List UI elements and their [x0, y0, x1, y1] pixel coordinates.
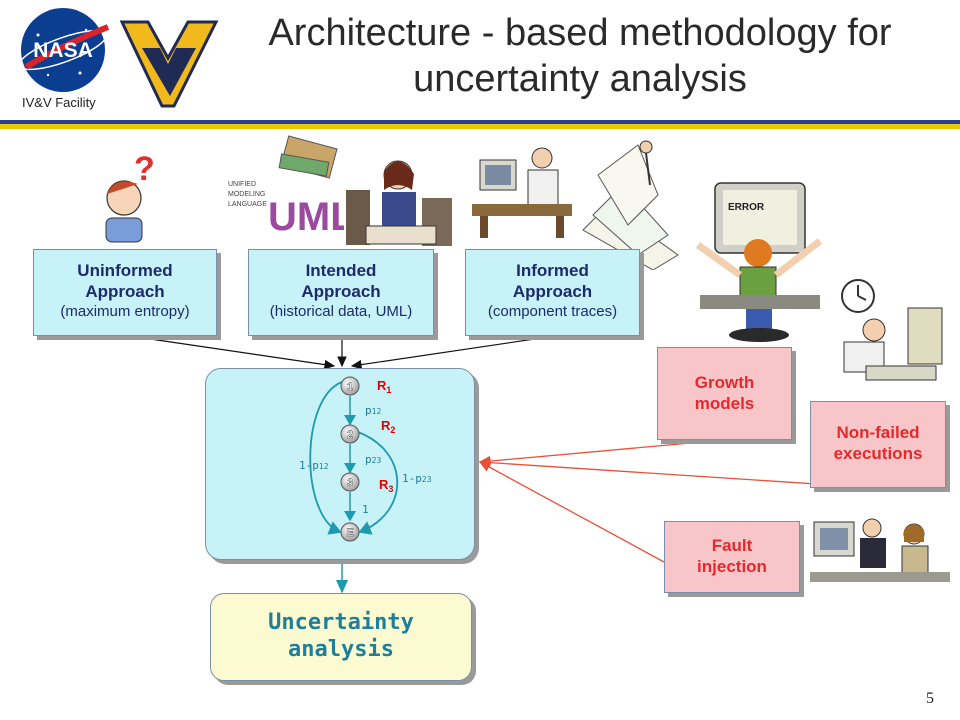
growth-line-1: Growth — [694, 373, 755, 392]
svg-text:2: 2 — [347, 429, 353, 441]
approach-title-line-2: Approach — [85, 282, 165, 301]
svg-text:E: E — [346, 527, 353, 539]
transition-label-p12: p12 — [365, 404, 381, 417]
transition-curve-2-to-E — [357, 431, 399, 535]
non-failed-executions-box: Non-failed executions — [810, 401, 946, 488]
state-node-3: 3 — [340, 472, 360, 492]
transition-label-p23: p23 — [365, 453, 381, 466]
page-title: Architecture - based methodology for unc… — [200, 10, 960, 102]
uninformed-approach-box: Uninformed Approach (maximum entropy) — [33, 249, 217, 336]
svg-text:UML: UML — [268, 195, 344, 239]
woman-with-books-clipart — [346, 160, 452, 246]
informed-approach-box: Informed Approach (component traces) — [465, 249, 640, 336]
nasa-logo: NASA — [18, 8, 110, 92]
growth-line-2: models — [694, 394, 755, 413]
svg-text:1: 1 — [347, 381, 353, 393]
facility-label: IV&V Facility — [22, 95, 96, 110]
markov-chain-diagram: 1 2 3 E R1 R2 R3 p12 p23 1 1-p12 1-p23 — [299, 376, 432, 542]
clock-user-clipart — [841, 279, 943, 381]
approach-title-line-1: Informed — [516, 261, 589, 280]
approach-title-line-1: Intended — [305, 261, 377, 280]
reliability-label-R2: R2 — [381, 418, 395, 435]
fault-line-1: Fault — [711, 536, 753, 555]
uncertainty-analysis-box: Uncertainty analysis — [210, 593, 472, 681]
uncertainty-line-1: Uncertainty — [268, 610, 414, 635]
arrow-growth-to-model — [478, 439, 725, 467]
uml-books-clipart: UNIFIED MODELING LANGUAGE UML — [228, 135, 344, 239]
growth-models-box: Growth models — [657, 347, 792, 440]
arrow-fault-to-model — [478, 461, 665, 563]
state-node-2: 2 — [340, 424, 360, 444]
svg-text:UNIFIED: UNIFIED — [228, 181, 256, 188]
nonfailed-line-1: Non-failed — [836, 423, 920, 442]
state-node-E: E — [340, 522, 360, 542]
error-frustrated-user-clipart: ERROR — [695, 182, 823, 342]
nasa-logo-text: NASA — [33, 39, 93, 62]
puzzled-person-clipart: ? — [105, 150, 155, 243]
svg-text:MODELING: MODELING — [228, 191, 265, 198]
intended-approach-box: Intended Approach (historical data, UML) — [248, 249, 434, 336]
approach-subtitle: (historical data, UML) — [269, 303, 413, 320]
svg-text:LANGUAGE: LANGUAGE — [228, 201, 267, 208]
approach-subtitle: (maximum entropy) — [60, 303, 190, 320]
uncertainty-line-2: analysis — [288, 637, 394, 662]
arrow-informed-to-model — [350, 335, 556, 370]
wvu-logo — [120, 20, 219, 108]
title-line-1: Architecture - based methodology for — [268, 12, 892, 54]
approach-title-line-2: Approach — [512, 282, 593, 301]
approach-subtitle: (component traces) — [487, 303, 618, 320]
reliability-label-R1: R1 — [377, 378, 391, 395]
transition-curve-1-to-E — [309, 381, 343, 535]
arrow-uninformed-to-model — [129, 335, 336, 370]
transition-label-1: 1 — [362, 503, 369, 516]
transition-label-1-p23: 1-p23 — [402, 472, 432, 485]
fault-injection-box: Fault injection — [664, 521, 800, 593]
reliability-label-R3: R3 — [379, 477, 393, 494]
svg-text:?: ? — [134, 150, 155, 188]
man-at-computer-clipart — [472, 147, 572, 238]
nonfailed-line-2: executions — [833, 444, 923, 463]
printout-pile-clipart — [582, 140, 679, 270]
office-workers-clipart — [810, 518, 950, 582]
title-underline-yellow — [0, 124, 960, 129]
page-number: 5 — [926, 690, 934, 707]
title-underline-blue — [0, 120, 960, 124]
transition-label-1-p12: 1-p12 — [299, 459, 329, 472]
svg-text:3: 3 — [347, 477, 353, 489]
svg-text:ERROR: ERROR — [728, 202, 765, 213]
approach-title-line-2: Approach — [301, 282, 381, 301]
state-node-1: 1 — [340, 376, 360, 396]
title-line-2: uncertainty analysis — [413, 58, 747, 100]
approach-title-line-1: Uninformed — [77, 261, 173, 280]
fault-line-2: injection — [697, 557, 767, 576]
